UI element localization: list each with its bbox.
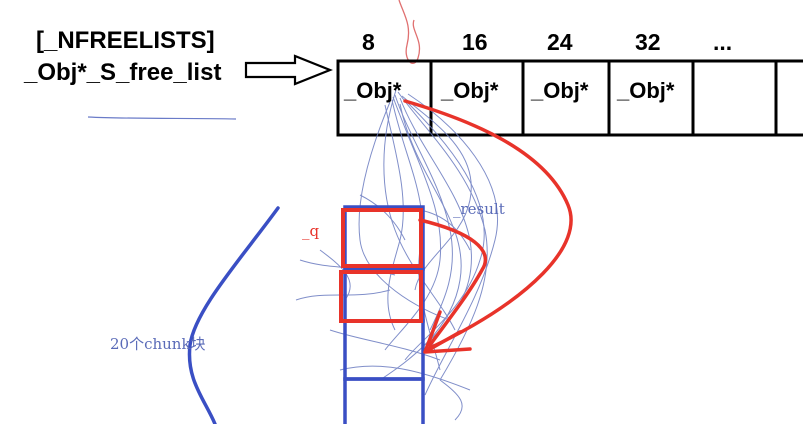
index-ellipsis: ... — [713, 29, 733, 55]
array-decl-label: [_NFREELISTS] — [36, 27, 215, 54]
chunks-label: 20个chunk块 — [110, 335, 206, 353]
index-24: 24 — [547, 29, 573, 55]
cell-1: _Obj* — [441, 78, 499, 103]
index-8: 8 — [362, 29, 375, 55]
hollow-arrow — [244, 54, 333, 86]
array-name-label: _Obj*_S_free_list — [24, 59, 222, 86]
result-highlight — [341, 208, 423, 268]
cell-3: _Obj* — [617, 78, 675, 103]
label-underline — [87, 116, 237, 120]
top-scribble — [398, 0, 421, 64]
arrowhead-icon — [423, 310, 472, 354]
index-32: 32 — [635, 29, 661, 55]
chunk-brace — [187, 206, 280, 424]
next-pointer-arrow — [418, 218, 488, 347]
q-label: _q — [302, 222, 320, 240]
freelist-update-arrow — [403, 99, 573, 350]
cell-2: _Obj* — [531, 78, 589, 103]
chunk-block-4 — [343, 377, 425, 424]
chunk-block-1 — [343, 205, 425, 271]
cell-0: _Obj* — [344, 78, 402, 103]
pointer-scribbles — [295, 89, 498, 421]
result-label: _result — [453, 200, 505, 218]
q-highlight — [339, 270, 423, 323]
freelist-array — [336, 59, 803, 137]
index-16: 16 — [462, 29, 488, 55]
